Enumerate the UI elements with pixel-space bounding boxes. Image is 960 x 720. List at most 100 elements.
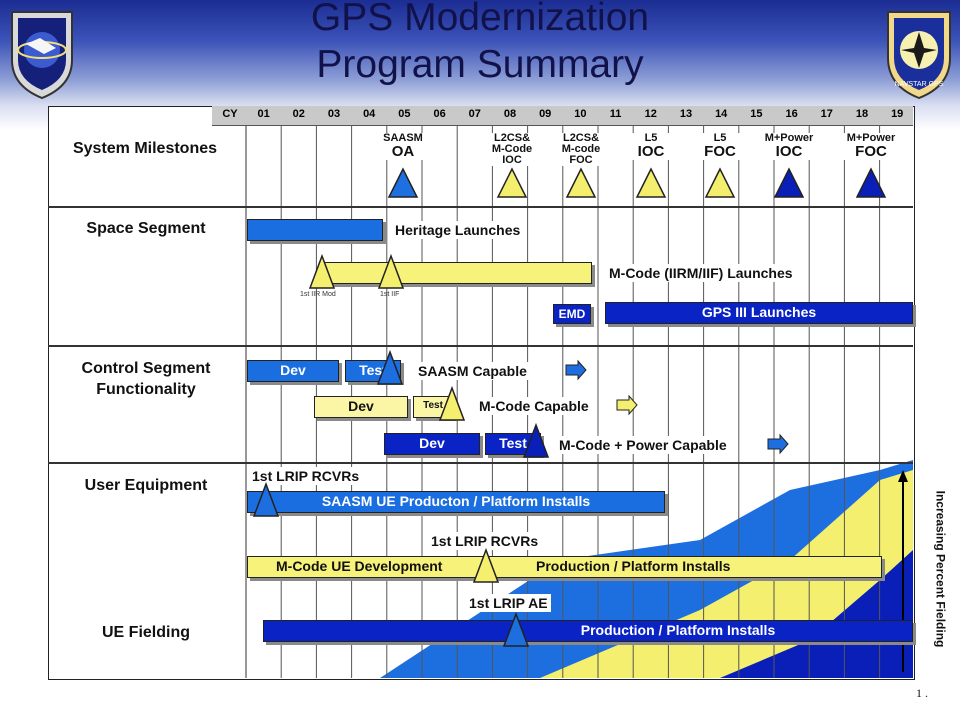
iir-mod-triangle xyxy=(308,253,336,289)
milestone-triangle-4 xyxy=(704,167,736,198)
milestone-line2: M-Code xyxy=(491,143,533,155)
milestone-line1: M+Power xyxy=(846,132,896,144)
milestone-line2: IOC xyxy=(775,143,803,160)
control-segment-label: Control Segment Functionality xyxy=(81,360,211,398)
production-installs-2-bar: Production / Platform Installs xyxy=(263,620,913,642)
year-label-07: 07 xyxy=(468,108,481,120)
year-header-bar xyxy=(212,106,913,126)
space-segment-label: Space Segment xyxy=(86,220,206,237)
lrip-rcvrs-2-triangle xyxy=(472,547,500,583)
lrip-ae-label: 1st LRIP AE xyxy=(466,594,551,612)
milestone-line2: OA xyxy=(391,143,415,160)
mpower-test-triangle xyxy=(522,422,550,458)
iif-triangle xyxy=(377,253,405,289)
milestone-triangle-5 xyxy=(773,167,805,198)
saasm-ue-bar: SAASM UE Producton / Platform Installs xyxy=(247,491,665,513)
year-label-03: 03 xyxy=(327,108,341,120)
milestone-triangle-shape xyxy=(496,167,528,198)
milestone-triangle-shape xyxy=(565,167,597,198)
year-label-01: 01 xyxy=(257,108,270,120)
milestone-triangle-2 xyxy=(565,167,597,198)
year-label-11: 11 xyxy=(609,108,622,120)
lrip-rcvrs-1-label: 1st LRIP RCVRs xyxy=(249,467,363,485)
mpower-dev-bar: Dev xyxy=(384,433,480,455)
title-line-2: Program Summary xyxy=(316,43,644,86)
saasm-capable-arrow xyxy=(565,359,587,381)
heritage-launches-label: Heritage Launches xyxy=(392,221,524,239)
production-installs-1-label: Production / Platform Installs xyxy=(536,558,731,574)
mpower-capable-label: M-Code + Power Capable xyxy=(556,436,730,454)
milestone-triangle-0 xyxy=(387,167,419,198)
milestone-line2: FOC xyxy=(855,143,887,160)
milestone-line2: FOC xyxy=(704,143,736,160)
milestone-line3: FOC xyxy=(569,154,593,166)
fielding-area-blue xyxy=(720,550,913,678)
mcode-launches-label: M-Code (IIRM/IIF) Launches xyxy=(606,264,796,282)
heritage-launches-bar xyxy=(247,219,383,241)
lrip-rcvrs-2-label: 1st LRIP RCVRs xyxy=(428,532,542,550)
milestone-line1: L2CS& xyxy=(562,132,600,144)
milestone-triangle-3 xyxy=(635,167,667,198)
year-label-13: 13 xyxy=(679,108,693,120)
mpower-capable-arrow xyxy=(767,433,789,455)
year-label-10: 10 xyxy=(574,108,587,120)
mcode-ue-bar: M-Code UE Development Production / Platf… xyxy=(247,556,882,578)
milestone-line1: L5 xyxy=(713,132,727,144)
year-label-19: 19 xyxy=(891,108,904,120)
lrip-rcvrs-1-triangle xyxy=(252,481,280,517)
mcode-capable-label: M-Code Capable xyxy=(476,397,592,415)
milestone-line1: L5 xyxy=(644,132,658,144)
increasing-percent-fielding-label: Increasing Percent Fielding xyxy=(933,490,948,648)
navstar-gps-text: NAVSTAR GPS xyxy=(895,81,944,88)
milestone-line3: IOC xyxy=(502,154,522,166)
ue-fielding-label: UE Fielding xyxy=(102,624,190,641)
year-label-02: 02 xyxy=(292,108,305,120)
milestone-triangle-shape xyxy=(773,167,805,198)
saasm-dev-bar: Dev xyxy=(247,360,339,382)
year-label-14: 14 xyxy=(715,108,728,120)
year-label-16: 16 xyxy=(785,108,798,120)
year-label-17: 17 xyxy=(820,108,833,120)
mcode-test-triangle xyxy=(438,385,466,421)
milestone-line2: M-code xyxy=(561,143,601,155)
year-label-15: 15 xyxy=(750,108,763,120)
saasm-test-triangle xyxy=(376,349,404,385)
year-label-08: 08 xyxy=(503,108,517,120)
cy-label: CY xyxy=(222,108,238,120)
page-title: GPS Modernization Program Summary xyxy=(240,0,720,88)
milestone-triangle-shape xyxy=(387,167,419,198)
saasm-capable-label: SAASM Capable xyxy=(415,362,530,380)
navstar-gps-logo: NAVSTAR GPS xyxy=(887,11,951,100)
lrip-ae-triangle xyxy=(502,611,530,647)
year-label-18: 18 xyxy=(855,108,869,120)
milestone-line1: L2CS& xyxy=(493,132,531,144)
iir-mod-label: 1st IIR Mod xyxy=(300,291,336,298)
afspc-shield-logo xyxy=(11,11,73,100)
milestone-triangle-shape xyxy=(635,167,667,198)
milestone-line1: M+Power xyxy=(764,132,814,144)
mcode-dev-bar: Dev xyxy=(314,396,408,418)
year-label-06: 06 xyxy=(433,108,446,120)
gps3-launches-bar: GPS III Launches xyxy=(605,302,913,324)
emd-bar: EMD xyxy=(553,304,591,324)
mcode-capable-arrow xyxy=(616,394,638,416)
milestone-triangle-1 xyxy=(496,167,528,198)
milestone-triangle-6 xyxy=(855,167,887,198)
milestone-line1: SAASM xyxy=(383,132,423,144)
year-label-12: 12 xyxy=(644,108,657,120)
title-line-1: GPS Modernization xyxy=(310,0,650,39)
page-number: 1 . xyxy=(916,686,928,700)
mcode-ue-development-label: M-Code UE Development xyxy=(276,558,443,574)
year-label-04: 04 xyxy=(363,108,376,120)
system-milestones-label: System Milestones xyxy=(72,140,218,157)
milestone-line2: IOC xyxy=(637,143,665,160)
year-label-05: 05 xyxy=(398,108,411,120)
iif-label: 1st IIF xyxy=(380,291,400,298)
